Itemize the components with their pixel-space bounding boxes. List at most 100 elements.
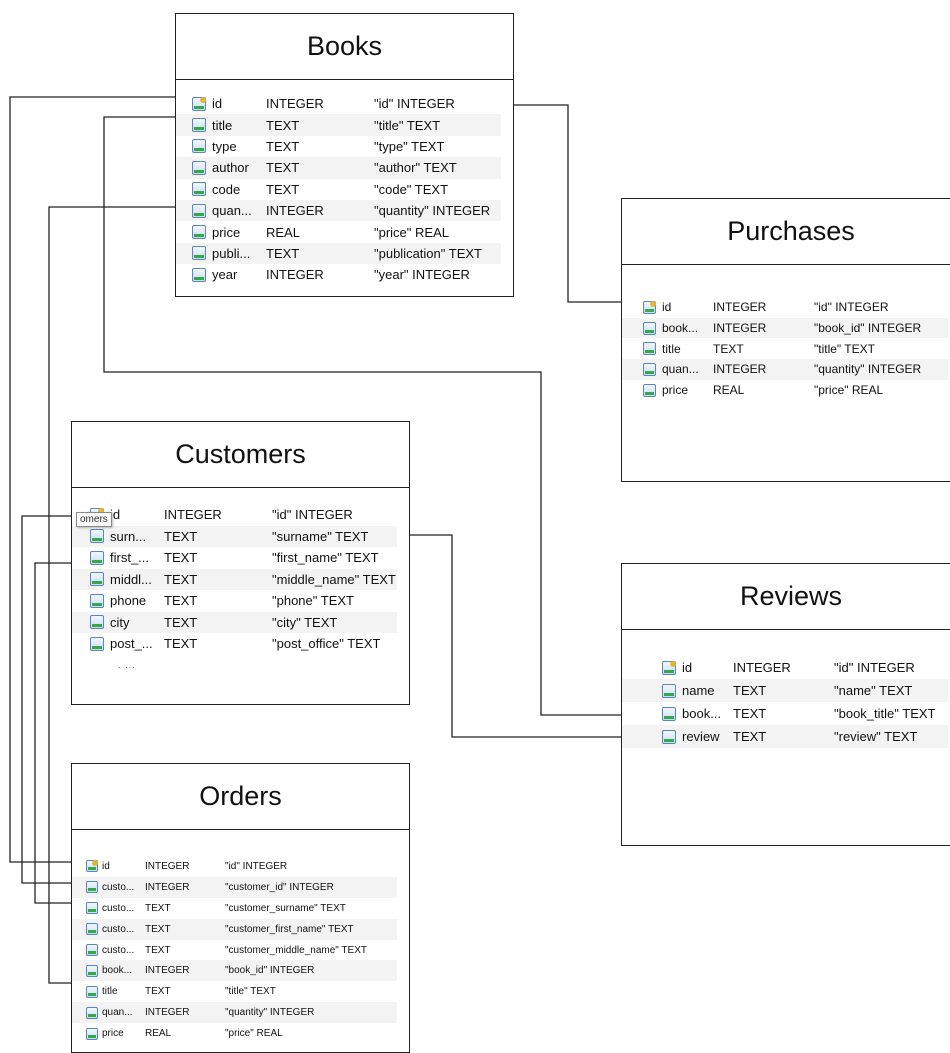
field-name: name: [682, 683, 715, 698]
field-icon: [643, 321, 656, 335]
field-definition: "review" TEXT: [834, 729, 918, 744]
field-definition: "id" INTEGER: [272, 507, 353, 523]
field-type: INTEGER: [145, 965, 190, 977]
field-icon: [192, 246, 206, 261]
field-type: TEXT: [266, 117, 300, 133]
field-type: INTEGER: [733, 660, 791, 675]
field-type: TEXT: [266, 181, 300, 197]
field-type: TEXT: [733, 729, 767, 744]
field-definition: "book_id" INTEGER: [225, 965, 315, 977]
table-row[interactable]: book...INTEGER"book_id" INTEGER: [622, 317, 948, 339]
field-type: INTEGER: [145, 881, 190, 893]
table-row[interactable]: quan...INTEGER"quantity" INTEGER: [622, 359, 948, 380]
field-definition: "publication" TEXT: [374, 245, 482, 261]
field-name: middl...: [110, 571, 152, 587]
table-row[interactable]: book...TEXT"book_title" TEXT: [622, 702, 948, 725]
field-icon: [192, 182, 206, 197]
field-definition: "book_title" TEXT: [834, 706, 936, 721]
field-type: TEXT: [266, 245, 300, 261]
field-definition: "customer_id" INTEGER: [225, 881, 334, 893]
field-name: id: [110, 507, 121, 523]
field-name: custo...: [102, 902, 135, 914]
field-name: city: [110, 614, 130, 630]
table-header[interactable]: Books: [176, 14, 513, 80]
table-header[interactable]: Orders: [72, 764, 409, 830]
field-type: TEXT: [145, 944, 171, 956]
table-row[interactable]: quan...INTEGER"quantity" INTEGER: [176, 199, 501, 222]
field-icon: [86, 902, 98, 915]
field-name: price: [212, 224, 241, 240]
table-title: Orders: [199, 781, 282, 811]
field-type: TEXT: [713, 341, 744, 356]
table-row[interactable]: custo...INTEGER"customer_id" INTEGER: [72, 876, 397, 898]
field-icon: [86, 881, 98, 894]
field-definition: "post_office" TEXT: [272, 636, 381, 652]
table-title: Books: [306, 31, 383, 61]
table-header[interactable]: Customers: [72, 422, 409, 488]
table-row[interactable]: surn...TEXT"surname" TEXT: [72, 525, 397, 547]
table-row[interactable]: post_...TEXT"post_office" TEXT: [72, 633, 397, 655]
field-name: code: [212, 181, 241, 197]
table-row[interactable]: name TEXT "name" TEXT: [622, 679, 948, 702]
field-type: REAL: [145, 1028, 172, 1040]
table-row[interactable]: quan...INTEGER"quantity" INTEGER: [72, 1002, 397, 1024]
field-icon: [192, 160, 206, 175]
field-definition: "quantity" INTEGER: [374, 203, 491, 219]
table-row[interactable]: publi... TEXT "publication" TEXT: [176, 242, 501, 265]
field-type: REAL: [713, 383, 745, 398]
field-icon: [90, 550, 104, 565]
field-name: year: [212, 267, 238, 283]
field-icon: [662, 706, 676, 721]
field-definition: "name" TEXT: [834, 683, 913, 698]
field-definition: "book_id" INTEGER: [814, 321, 922, 336]
table-row[interactable]: custo...TEXT"customer_middle_name" TEXT: [72, 940, 397, 961]
field-definition: "type" TEXT: [374, 138, 445, 154]
field-name: publi...: [212, 245, 251, 261]
table-row[interactable]: custo...TEXT"customer_first_name" TEXT: [72, 918, 397, 940]
field-definition: "id" INTEGER: [225, 860, 288, 872]
table-row[interactable]: first_...TEXT"first_name" TEXT: [72, 547, 397, 569]
primary-key-field-icon: [643, 300, 656, 314]
field-type: INTEGER: [145, 860, 190, 872]
field-name: id: [212, 96, 223, 112]
field-definition: "city" TEXT: [272, 614, 338, 630]
field-type: INTEGER: [713, 362, 767, 377]
field-type: TEXT: [733, 683, 767, 698]
table-row[interactable]: book...INTEGER"book_id" INTEGER: [72, 960, 397, 982]
field-definition: "title" TEXT: [814, 341, 875, 356]
table-header[interactable]: Reviews: [622, 564, 950, 630]
table-row[interactable]: custo...TEXT"customer_surname" TEXT: [72, 898, 397, 919]
primary-key-field-icon: [662, 660, 676, 675]
table-title: Reviews: [739, 581, 843, 611]
field-icon: [86, 985, 98, 998]
field-name: quan...: [662, 362, 699, 377]
field-type: TEXT: [145, 902, 171, 914]
field-type: INTEGER: [266, 96, 324, 112]
table-header[interactable]: Purchases: [622, 199, 950, 265]
field-type: INTEGER: [266, 203, 324, 219]
table-row[interactable]: middl...TEXT"middle_name" TEXT: [72, 568, 397, 590]
